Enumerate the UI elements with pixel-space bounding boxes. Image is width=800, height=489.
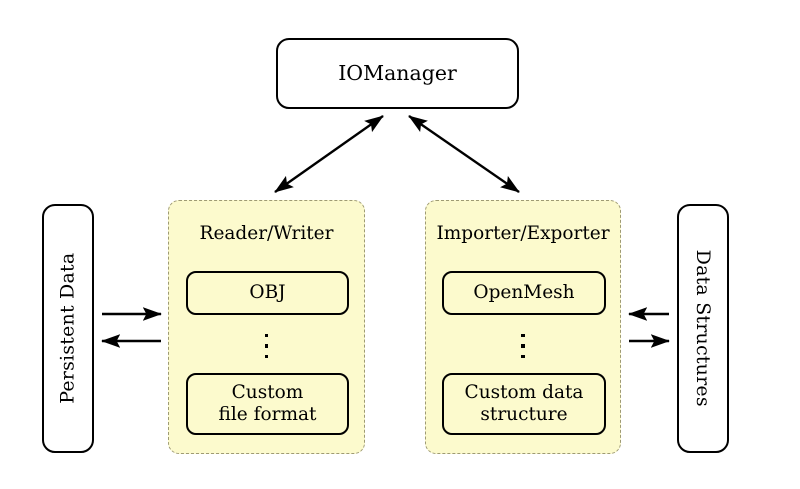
member-obj-label: OBJ: [249, 282, 286, 304]
group-reader-writer-title: Reader/Writer: [199, 223, 334, 244]
vertical-ellipsis-icon: [426, 325, 620, 367]
connector-manager-reader-writer: [274, 115, 384, 193]
node-data-structures[interactable]: Data Structures: [677, 204, 729, 453]
member-custom-data-structure-label: Custom data structure: [465, 382, 584, 426]
member-custom-file-format-line2: file format: [218, 404, 317, 425]
member-openmesh[interactable]: OpenMesh: [442, 271, 606, 315]
connector-manager-importer-exporter: [408, 115, 520, 193]
member-openmesh-label: OpenMesh: [473, 282, 575, 304]
persistent-data-label: Persistent Data: [56, 252, 79, 405]
member-custom-file-format-label: Custom file format: [219, 382, 317, 426]
data-structures-label: Data Structures: [692, 249, 715, 408]
io-manager-label: IOManager: [338, 61, 457, 86]
group-importer-exporter[interactable]: Importer/Exporter OpenMesh Custom data s…: [425, 200, 621, 454]
node-io-manager[interactable]: IOManager: [276, 38, 519, 109]
member-custom-file-format[interactable]: Custom file format: [186, 373, 349, 435]
member-obj[interactable]: OBJ: [186, 271, 349, 315]
group-importer-exporter-title: Importer/Exporter: [436, 223, 610, 244]
member-custom-file-format-line1: Custom: [231, 382, 304, 404]
member-custom-data-structure[interactable]: Custom data structure: [442, 373, 606, 435]
member-custom-data-structure-line2: structure: [480, 404, 568, 425]
group-reader-writer[interactable]: Reader/Writer OBJ Custom file format: [168, 200, 365, 454]
node-persistent-data[interactable]: Persistent Data: [42, 204, 94, 453]
vertical-ellipsis-icon: [169, 325, 364, 367]
member-custom-data-structure-line1: Custom data: [464, 382, 584, 404]
